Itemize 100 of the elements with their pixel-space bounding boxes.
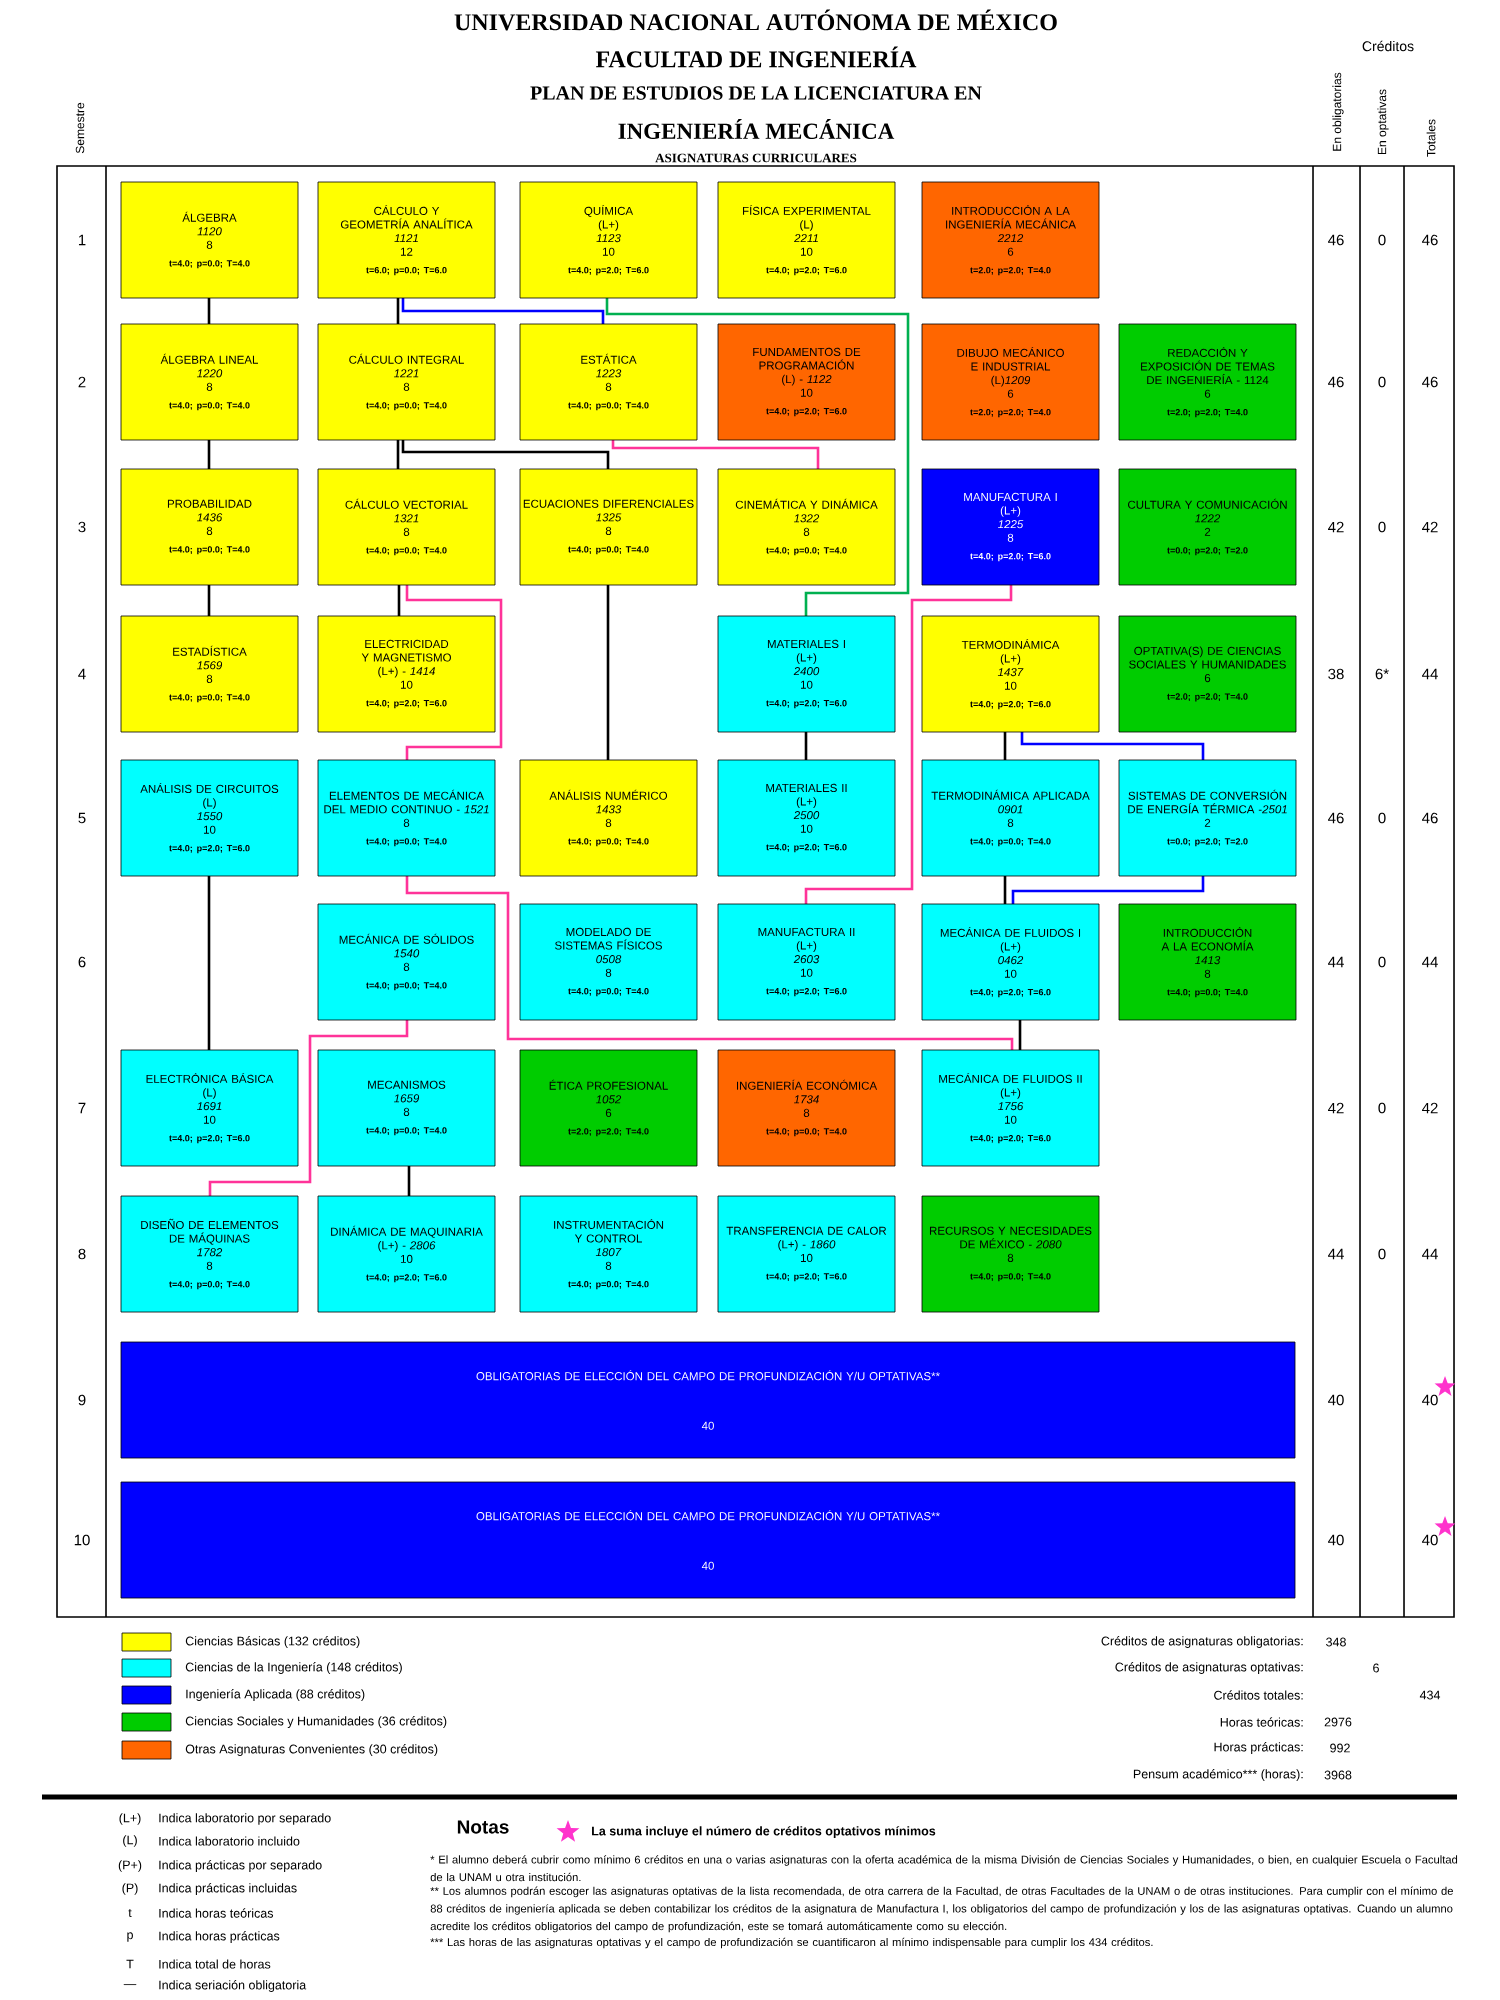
abbreviation: T (126, 1959, 134, 1969)
course-box: ÁLGEBRA 1120 8 t=4.0; p=0.0; T=4.0 (120, 181, 299, 299)
column-header: En obligatorias (1332, 72, 1344, 151)
notes-heading: Notas (457, 1820, 509, 1834)
prerequisite-line (606, 585, 610, 760)
summary-value: 434 (1419, 1690, 1441, 1700)
prerequisite-line (804, 585, 1013, 904)
credit-value: 44 (1328, 1248, 1344, 1260)
prerequisite-line (1011, 876, 1205, 904)
credit-value: 42 (1328, 521, 1344, 533)
credit-value: 42 (1422, 521, 1438, 533)
prerequisite-line (401, 440, 610, 469)
course-box: TERMODINÁMICA APLICADA 0901 8 t=4.0; p=0.0; T=4.0 (921, 759, 1100, 877)
course-box: ELECTRICIDAD Y MAGNETISMO (L+) - 1414 10 t=4.0; p=2.0; T=6.0 (317, 615, 496, 733)
credit-value: 46 (1422, 812, 1438, 824)
course-box: MANUFACTURA I (L+) 1225 8 t=4.0; p=2.0; T=6.0 (921, 468, 1100, 586)
legend-text: Ciencias Básicas (132 créditos) (185, 1636, 360, 1648)
course-box: CÁLCULO Y GEOMETRÍA ANALÍTICA 1121 12 t=6.0; p=0.0; T=6.0 (317, 181, 496, 299)
subtitle: FACULTAD DE INGENIERÍA (595, 46, 917, 68)
prerequisite-line (1018, 1020, 1022, 1050)
course-box: ÁLGEBRA LINEAL 1220 8 t=4.0; p=0.0; T=4.0 (120, 323, 299, 441)
legend-text: Otras Asignaturas Convenientes (30 créditos) (185, 1744, 438, 1756)
course-box: MODELADO DE SISTEMAS FÍSICOS 0508 8 t=4.0; p=0.0; T=4.0 (519, 903, 698, 1021)
abbreviation-meaning: Indica horas teóricas (159, 1908, 274, 1918)
course-box: ELECTRÓNICA BÁSICA (L) 1691 10 t=4.0; p=2.0; T=6.0 (120, 1049, 299, 1167)
credit-value: 46 (1422, 234, 1438, 246)
abbreviation-meaning: Indica prácticas por separado (159, 1860, 322, 1872)
prerequisite-line (396, 298, 400, 324)
prerequisite-line (405, 585, 503, 760)
semester-number: 8 (78, 1248, 86, 1260)
course-box: CULTURA Y COMUNICACIÓN 1222 2 t=0.0; p=2.0; T=2.0 (1118, 468, 1297, 586)
abbreviation: p (127, 1932, 133, 1942)
summary-value: 6 (1373, 1663, 1379, 1673)
semester-number: 10 (74, 1534, 90, 1546)
legend-text: Ciencias de la Ingeniería (148 créditos) (185, 1662, 402, 1674)
credit-value: 0 (1378, 1248, 1386, 1260)
semester-number: 7 (78, 1102, 86, 1114)
summary-label: Créditos totales: (1214, 1690, 1303, 1700)
credit-value: 46 (1328, 376, 1344, 388)
credit-value: 40 (1328, 1394, 1344, 1406)
course-box: QUÍMICA (L+) 1123 10 t=4.0; p=2.0; T=6.0 (519, 181, 698, 299)
course-box: TRANSFERENCIA DE CALOR (L+) - 1860 10 t=4.0; p=2.0; T=6.0 (717, 1195, 896, 1313)
summary-value: 3968 (1324, 1770, 1352, 1780)
course-box: INSTRUMENTACIÓN Y CONTROL 1807 8 t=4.0; p=0.0; T=4.0 (519, 1195, 698, 1313)
prerequisite-line (804, 732, 808, 760)
credit-value: 0 (1378, 1102, 1386, 1114)
semester-number: 4 (78, 668, 86, 680)
abbreviation: (P+) (118, 1860, 142, 1872)
prerequisite-line (605, 298, 910, 616)
credit-value: 46 (1328, 812, 1344, 824)
course-box: MANUFACTURA II (L+) 2603 10 t=4.0; p=2.0; T=6.0 (717, 903, 896, 1021)
column-header: En optativas (1377, 89, 1389, 155)
subtitle: INGENIERÍA MECÁNICA (618, 119, 895, 139)
summary-value: 2976 (1324, 1717, 1352, 1727)
credit-value: 42 (1422, 1102, 1438, 1114)
credit-value: 44 (1328, 956, 1344, 968)
semester-number: 2 (78, 376, 86, 388)
legend-text: La suma incluye el número de créditos optativos mínimos (592, 1826, 936, 1838)
prerequisite-line (207, 298, 211, 324)
legend-text: Ciencias Sociales y Humanidades (36 créditos) (185, 1716, 447, 1728)
abbreviation: (L+) (119, 1813, 141, 1825)
course-box: REDACCIÓN Y EXPOSICIÓN DE TEMAS DE INGENIERÍA - 1124 6 t=2.0; p=2.0; T=4.0 (1118, 323, 1297, 441)
abbreviation-meaning: Indica laboratorio incluido (159, 1836, 300, 1846)
course-box: INTRODUCCIÓN A LA ECONOMÍA 1413 8 t=4.0; p=0.0; T=4.0 (1118, 903, 1297, 1021)
course-box: ELEMENTOS DE MECÁNICA DEL MEDIO CONTINUO - 1521 8 t=4.0; p=0.0; T=4.0 (317, 759, 496, 877)
subtitle: PLAN DE ESTUDIOS DE LA LICENCIATURA EN (530, 86, 982, 100)
footnote: ** Los alumnos podrán escoger las asignaturas optativas de la lista recomendada, de otra carrera de la Facultad, de otras Facultades de la UNAM o de otras instituciones. Para cumplir con el mínimo de 88 créditos de ingeniería aplicada se deben contabilizar los créditos de la asignatura de Manufactura I, los obligatorios del campo de profundización y los de las asignaturas optativas. Cuando un alumno acredite los créditos obligatorios del campo de profundización, este se tomará automáticamente como su elección. (430, 1886, 1453, 1933)
course-box: MATERIALES II (L+) 2500 10 t=4.0; p=2.0; T=6.0 (717, 759, 896, 877)
credit-value: 46 (1422, 376, 1438, 388)
course-box: SISTEMAS DE CONVERSIÓN DE ENERGÍA TÉRMICA -2501 2 t=0.0; p=2.0; T=2.0 (1118, 759, 1297, 877)
column-header: Créditos (1362, 40, 1414, 52)
legend-text: Ingeniería Aplicada (88 créditos) (186, 1689, 365, 1701)
prerequisite-line (396, 440, 400, 469)
course-box: ANÁLISIS DE CIRCUITOS (L) 1550 10 t=4.0; p=2.0; T=6.0 (120, 759, 299, 877)
summary-value: 992 (1330, 1743, 1350, 1753)
prerequisite-line (1020, 732, 1205, 760)
course-box: TERMODINÁMICA (L+) 1437 10 t=4.0; p=2.0; T=6.0 (921, 615, 1100, 733)
course-box: ANÁLISIS NUMÉRICO 1433 8 t=4.0; p=0.0; T=4.0 (519, 759, 698, 877)
course-box: FUNDAMENTOS DE PROGRAMACIÓN (L) - 1122 10 t=4.0; p=2.0; T=6.0 (717, 323, 896, 441)
abbreviation: — (123, 1984, 137, 1986)
course-box: DIBUJO MECÁNICO E INDUSTRIAL (L)1209 6 t=2.0; p=2.0; T=4.0 (921, 323, 1100, 441)
footnote: * El alumno deberá cubrir como mínimo 6 créditos en una o varias asignaturas con la oferta académica de la misma División de Ciencias Sociales y Humanidades, o bien, en cualquier Escuela o Facultad de la UNAM u otra institución. (430, 1855, 1458, 1882)
course-box: MECÁNICA DE FLUIDOS I (L+) 0462 10 t=4.0; p=2.0; T=6.0 (921, 903, 1100, 1021)
footnote: *** Las horas de las asignaturas optativas y el campo de profundización se cuantificaron al mínimo indispensable para cumplir los 434 créditos. (430, 1937, 1153, 1949)
course-box: FÍSICA EXPERIMENTAL (L) 2211 10 t=4.0; p=2.0; T=6.0 (717, 181, 896, 299)
semester-number: 3 (78, 521, 86, 533)
prerequisite-line (208, 1020, 409, 1196)
summary-label: Pensum académico*** (horas): (1133, 1769, 1303, 1781)
summary-value: 348 (1326, 1637, 1346, 1647)
prerequisite-line (397, 585, 401, 616)
elective-band: OBLIGATORIAS DE ELECCIÓN DEL CAMPO DE PROFUNDIZACIÓN Y/U OPTATIVAS** 40 (120, 1481, 1296, 1599)
prerequisite-line (401, 298, 605, 324)
prerequisite-line (405, 876, 1014, 1050)
abbreviation: (L) (123, 1835, 137, 1847)
prerequisite-line (207, 585, 211, 616)
abbreviation: t (128, 1908, 132, 1918)
credit-value: 40 (1328, 1534, 1344, 1546)
course-box: INGENIERÍA ECONÓMICA 1734 8 t=4.0; p=0.0; T=4.0 (717, 1049, 896, 1167)
credit-value: 38 (1328, 668, 1344, 680)
summary-label: Horas teóricas: (1220, 1717, 1303, 1727)
